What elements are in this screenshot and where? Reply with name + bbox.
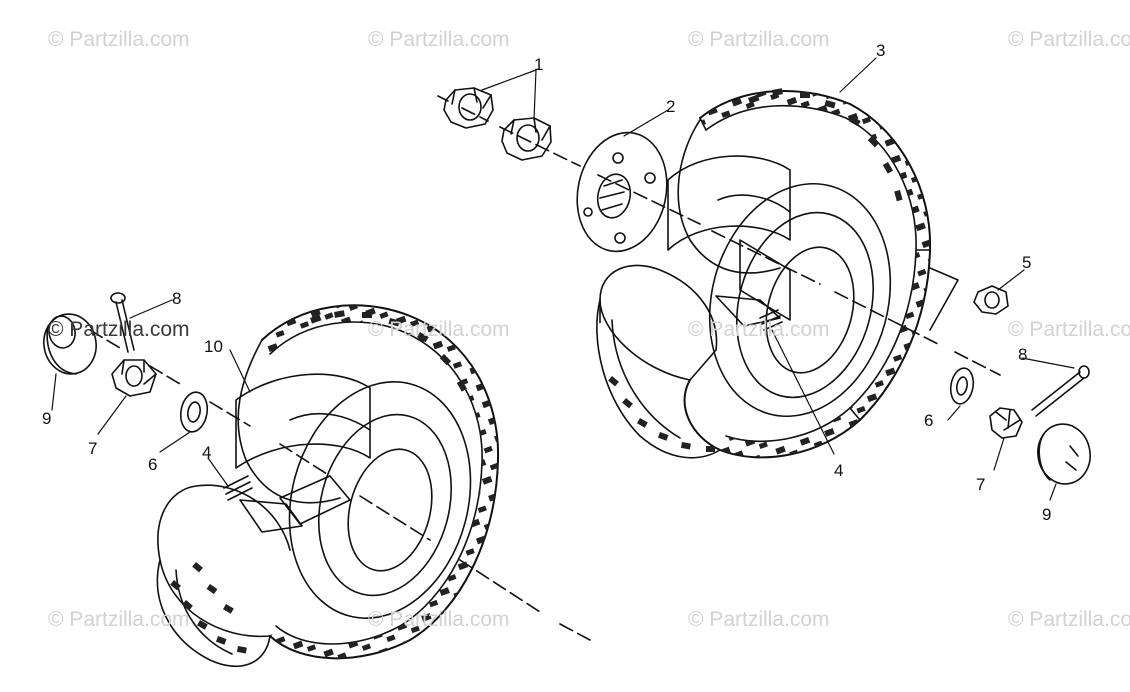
callout-left-castle-nut: 7 bbox=[88, 439, 98, 458]
left-cotter-pin bbox=[110, 292, 135, 353]
callout-left-cotter-pin: 8 bbox=[172, 289, 182, 308]
right-axis-line bbox=[437, 95, 1001, 376]
leader-lines bbox=[51, 57, 1075, 501]
left-castle-nut bbox=[111, 359, 157, 397]
callout-left-stud: 4 bbox=[202, 443, 212, 462]
right-hex-nut-2 bbox=[501, 117, 552, 161]
callout-left-washer: 6 bbox=[148, 455, 158, 474]
left-axis-line bbox=[89, 329, 591, 641]
left-cap bbox=[43, 313, 97, 375]
left-washer bbox=[179, 391, 209, 433]
callout-right-nuts: 1 bbox=[534, 55, 544, 74]
callout-right-tire: 3 bbox=[876, 41, 886, 60]
left-wheel-tread-blocks bbox=[170, 310, 468, 654]
callout-right-cotter-pin: 8 bbox=[1018, 345, 1028, 364]
callout-left-cap: 9 bbox=[42, 409, 52, 428]
callout-right-washer: 6 bbox=[924, 411, 934, 430]
right-stud bbox=[759, 309, 783, 331]
right-washer bbox=[949, 367, 975, 405]
right-hub bbox=[576, 131, 668, 253]
right-hex-nut-1 bbox=[443, 87, 494, 129]
right-tire-tread-blocks bbox=[608, 88, 903, 452]
right-cotter-pin bbox=[1031, 365, 1090, 417]
right-lug-nut bbox=[973, 285, 1009, 315]
callout-right-stud: 4 bbox=[834, 461, 844, 480]
callout-right-cap: 9 bbox=[1042, 505, 1052, 524]
right-cap bbox=[1037, 423, 1091, 485]
callout-hub: 2 bbox=[666, 97, 676, 116]
right-tire bbox=[596, 90, 932, 459]
right-castle-nut bbox=[989, 407, 1023, 439]
left-wheel bbox=[156, 304, 500, 668]
callout-right-castle-nut: 7 bbox=[976, 475, 986, 494]
callout-left-wheel: 10 bbox=[204, 337, 223, 356]
right-axis-jog bbox=[929, 267, 959, 331]
callout-right-lug-nut: 5 bbox=[1022, 253, 1032, 272]
